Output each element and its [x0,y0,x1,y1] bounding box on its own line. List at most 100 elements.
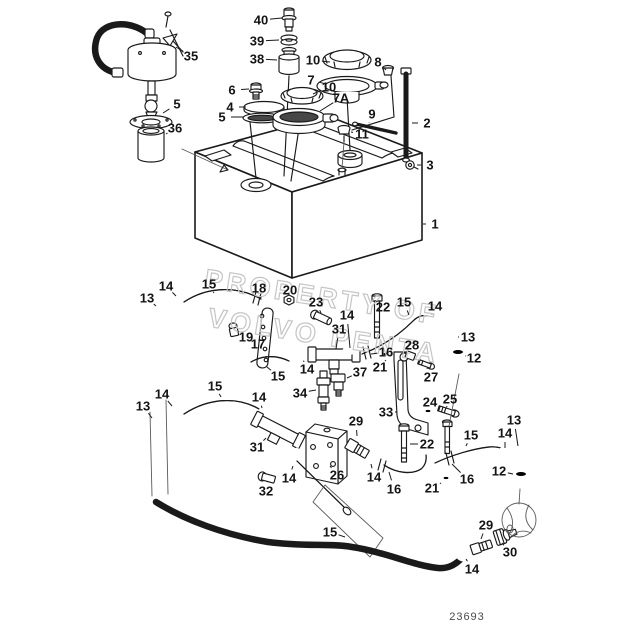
part-label-13: 13 [136,399,150,414]
part-label-7A: 7A [333,91,350,106]
leader-line-13 [153,303,157,307]
support-rod-2 [400,67,412,163]
sender-sleeve-36 [137,126,165,163]
vent-clip-8 [381,64,395,76]
leader-line-14 [260,405,263,409]
leader-line-15 [465,442,468,447]
part-label-9: 9 [368,107,375,122]
leader-line-15 [338,534,346,538]
leader-line-25 [446,405,448,408]
figure-number: 23693 [449,611,485,623]
leader-line-36 [165,132,168,135]
lower-hose-run [145,370,531,494]
fitting-29-a [344,438,370,459]
part-label-22: 22 [376,300,390,315]
tank-connector-12-b [511,470,531,494]
part-label-18: 18 [252,281,266,296]
leader-line-34 [308,389,317,392]
check-valve-34 [316,370,331,411]
upper-hose-run [148,286,468,455]
leader-line-38 [265,58,278,61]
part-label-17: 17 [251,337,265,352]
leader-line-14 [172,292,177,297]
leader-line-19 [237,330,240,333]
leader-line-15 [406,310,410,316]
filler-cap-10-b [280,86,324,105]
sender-gasket-5 [129,114,173,130]
fuel-tank [181,115,423,279]
part-label-28: 28 [405,338,419,353]
leader-line-37 [346,375,353,379]
part-label-15: 15 [271,369,285,384]
part-label-38: 38 [250,52,264,67]
leader-line-12 [507,472,514,475]
leader-line-7A [319,102,334,112]
leader-line-16 [451,463,461,473]
part-label-14: 14 [282,471,297,486]
part-label-10: 10 [306,53,320,68]
bolt-22-a [371,293,383,339]
leader-line-14 [167,400,173,407]
part-label-14: 14 [428,299,443,314]
leader-line-15 [218,393,222,398]
part-label-14: 14 [465,562,480,577]
part-label-40: 40 [254,13,268,28]
part-label-21: 21 [425,481,439,496]
leader-line-14 [370,463,373,469]
clip-3 [405,160,419,170]
routing-band [312,484,384,558]
drain-valve-37 [330,373,346,397]
hose-clamp-14-e [169,399,184,421]
part-label-15: 15 [397,295,411,310]
fitting-29-b [469,539,494,556]
bracket-33 [393,351,429,436]
part-label-4: 4 [226,100,234,115]
vent-fitting-stack [278,7,300,76]
part-label-2: 2 [423,116,430,131]
part-label-15: 15 [208,379,222,394]
part-label-19: 19 [239,330,253,345]
fuel-hose-15-f [152,498,466,572]
part-label-14: 14 [159,279,174,294]
plug-32 [257,471,277,484]
hose-clamp-14-a [171,286,186,308]
bolt-28 [399,350,417,362]
part-label-15: 15 [323,525,337,540]
bolt-6 [248,82,264,100]
screw-27 [417,358,436,370]
part-label-7: 7 [307,73,314,88]
screw-19 [228,322,240,338]
part-label-12: 12 [492,464,506,479]
leader-line-5 [162,108,170,114]
leader-line-16 [388,471,392,481]
part-label-14: 14 [340,308,355,323]
part-label-21: 21 [373,360,387,375]
fuel-sender-assembly [91,11,184,163]
bolt-25 [437,405,460,418]
part-label-37: 37 [353,365,367,380]
part-label-33: 33 [379,405,393,420]
bracket-17 [256,307,274,369]
part-label-36: 36 [168,121,182,136]
part-label-10: 10 [322,80,336,95]
leader-line-31 [263,437,267,441]
leader-line-17 [262,338,266,342]
part-label-22: 22 [420,437,434,452]
filler-flange-7a [272,107,339,135]
leader-line-13 [147,412,153,419]
rod-9 [352,121,398,135]
part-label-13: 13 [140,291,154,306]
leader-line-22 [375,300,378,303]
part-label-27: 27 [424,370,438,385]
gasket-5 [242,112,282,124]
leader-line-35 [175,46,184,52]
part-label-8: 8 [374,55,381,70]
part-label-12: 12 [467,351,481,366]
part-label-20: 20 [283,283,297,298]
part-label-14: 14 [498,426,513,441]
leader-line-21 [384,359,387,362]
part-label-5: 5 [218,110,225,125]
part-label-29: 29 [349,414,363,429]
